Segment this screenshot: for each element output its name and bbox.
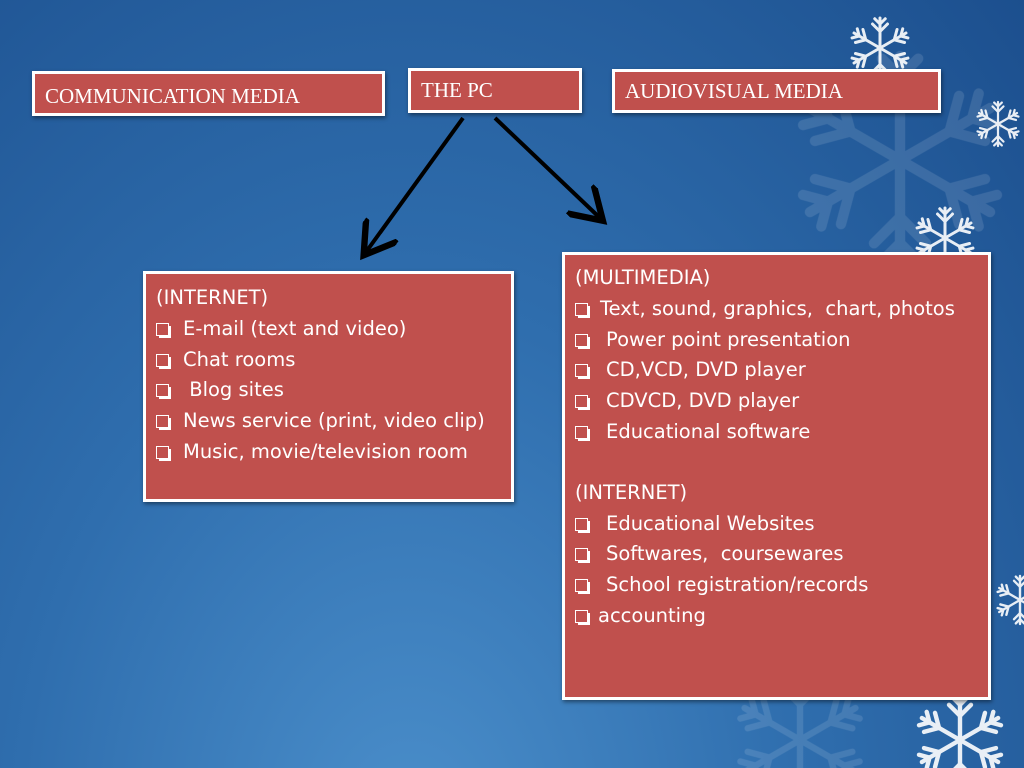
audiovisual-media-label: AUDIOVISUAL MEDIA xyxy=(625,79,843,103)
checkbox-bullet-icon xyxy=(156,384,171,400)
checkbox-bullet-icon xyxy=(575,425,590,441)
list-item: School registration/records xyxy=(575,570,978,601)
internet-heading: (INTERNET) xyxy=(156,286,269,309)
multimedia-internet-list: Educational Websites Softwares, coursewa… xyxy=(575,509,978,632)
list-item: E-mail (text and video) xyxy=(156,314,501,345)
checkbox-bullet-icon xyxy=(575,579,590,595)
list-item: Softwares, coursewares xyxy=(575,539,978,570)
list-item: accounting xyxy=(575,601,978,632)
internet-box: (INTERNET) E-mail (text and video) Chat … xyxy=(143,271,514,502)
snowflake-icon xyxy=(976,102,1020,146)
list-item: CD,VCD, DVD player xyxy=(575,355,978,386)
arrow-icon xyxy=(366,116,465,252)
checkbox-bullet-icon xyxy=(575,517,590,533)
list-item: News service (print, video clip) xyxy=(156,406,501,437)
the-pc-label: THE PC xyxy=(421,78,493,102)
checkbox-bullet-icon xyxy=(575,395,590,411)
snowflake-icon xyxy=(996,576,1024,624)
list-item: CDVCD, DVD player xyxy=(575,386,978,417)
spacer xyxy=(575,448,978,478)
checkbox-bullet-icon xyxy=(156,445,171,461)
checkbox-bullet-icon xyxy=(575,548,590,564)
checkbox-bullet-icon xyxy=(156,322,171,338)
arrow-icon xyxy=(493,116,600,218)
checkbox-bullet-icon xyxy=(156,353,171,369)
multimedia-box: (MULTIMEDIA) Text, sound, graphics, char… xyxy=(562,252,991,700)
checkbox-bullet-icon xyxy=(575,302,590,318)
list-item: Blog sites xyxy=(156,375,501,406)
internet-list: E-mail (text and video) Chat rooms Blog … xyxy=(156,314,501,468)
list-item: Chat rooms xyxy=(156,345,501,376)
checkbox-bullet-icon xyxy=(575,364,590,380)
communication-media-box: COMMUNICATION MEDIA xyxy=(32,71,385,116)
multimedia-internet-heading: (INTERNET) xyxy=(575,480,688,504)
list-item: Music, movie/television room xyxy=(156,437,501,468)
audiovisual-media-box: AUDIOVISUAL MEDIA xyxy=(612,69,941,113)
checkbox-bullet-icon xyxy=(575,333,590,349)
multimedia-heading: (MULTIMEDIA) xyxy=(575,266,711,289)
snowflake-icon xyxy=(916,696,1003,768)
the-pc-box: THE PC xyxy=(408,68,582,113)
communication-media-label: COMMUNICATION MEDIA xyxy=(45,84,300,108)
list-item: Power point presentation xyxy=(575,325,978,356)
list-item: Text, sound, graphics, chart, photos xyxy=(575,294,978,325)
multimedia-list: Text, sound, graphics, chart, photos Pow… xyxy=(575,294,978,448)
checkbox-bullet-icon xyxy=(575,609,590,625)
list-item: Educational software xyxy=(575,417,978,448)
checkbox-bullet-icon xyxy=(156,415,171,431)
list-item: Educational Websites xyxy=(575,509,978,540)
